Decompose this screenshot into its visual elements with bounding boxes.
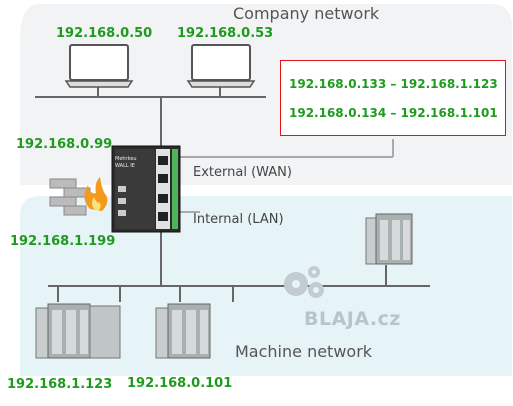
watermark-logo: BLAJA.cz bbox=[304, 308, 401, 330]
company-network-zone bbox=[20, 4, 512, 185]
machine-network-label: Machine network bbox=[235, 342, 373, 361]
laptop-1-ip: 192.168.0.50 bbox=[56, 26, 153, 41]
router-brand: Mehrkeu WALL IE bbox=[115, 156, 153, 170]
laptop-2-ip: 192.168.0.53 bbox=[177, 26, 274, 41]
router-brand-bottom: WALL IE bbox=[115, 163, 135, 169]
nat-mapping-row: 192.168.0.134 – 192.168.1.101 bbox=[289, 106, 498, 120]
plc-2-ip: 192.168.0.101 bbox=[127, 376, 233, 391]
firewall-icon bbox=[49, 177, 108, 216]
nat-mapping-row: 192.168.0.133 – 192.168.1.123 bbox=[289, 77, 498, 91]
laptop-icon bbox=[64, 44, 134, 88]
router-icon bbox=[111, 145, 181, 233]
plc-icon bbox=[365, 213, 413, 265]
company-network-label: Company network bbox=[233, 4, 380, 23]
router-lan-ip: 192.168.1.199 bbox=[10, 234, 116, 249]
router-wan-ip: 192.168.0.99 bbox=[16, 137, 113, 152]
plc-icon bbox=[155, 303, 211, 359]
lan-label: Internal (LAN) bbox=[193, 212, 284, 227]
plc-icon bbox=[35, 303, 121, 359]
gears-icon bbox=[284, 266, 324, 298]
router-brand-top: Mehrkeu bbox=[115, 156, 137, 162]
plc-1-ip: 192.168.1.123 bbox=[7, 377, 113, 392]
laptop-icon bbox=[186, 44, 256, 88]
nat-mapping-box: 192.168.0.133 – 192.168.1.123 192.168.0.… bbox=[280, 60, 506, 136]
wan-label: External (WAN) bbox=[193, 165, 292, 180]
